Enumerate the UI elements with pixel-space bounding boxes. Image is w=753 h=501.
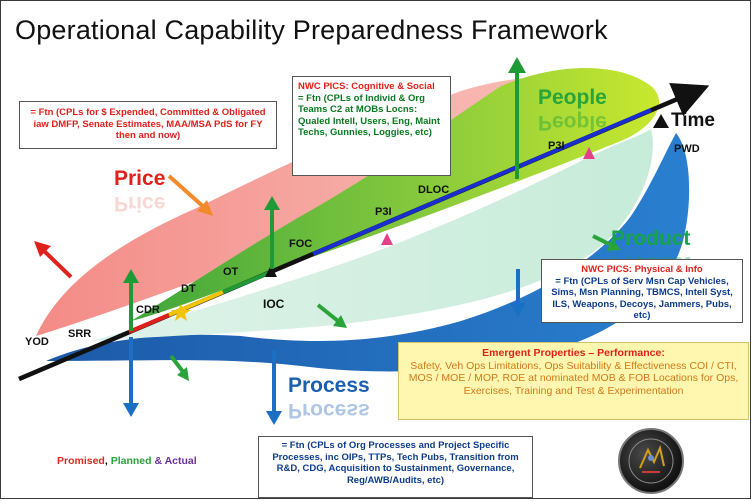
people-box-heading: NWC PICS: Cognitive & Social (298, 81, 435, 92)
milestone-label-foc: FOC (289, 238, 312, 250)
green-arrow-foc-head (264, 196, 280, 210)
milestone-label-srr: SRR (68, 328, 91, 340)
program-emblem-icon (618, 428, 684, 494)
price-arrow-orange-head (197, 200, 213, 216)
people-label: People (538, 86, 607, 109)
milestone-label-p3i-1: P3I (375, 206, 392, 218)
legend-planned: Planned (110, 455, 152, 467)
legend-promised: Promised (57, 455, 105, 467)
process-label-reflection: Process (288, 399, 370, 422)
emergent-heading: Emergent Properties – Performance: (482, 347, 665, 359)
product-box-body: = Ftn (CPLs of Serv Msn Cap Vehicles, Si… (551, 275, 733, 322)
green-diag-3 (592, 234, 612, 247)
segment-green (222, 270, 272, 294)
emergent-properties-box: Emergent Properties – Performance: Safet… (398, 342, 749, 420)
legend-actual: & Actual (154, 455, 197, 467)
p3i-marker-1 (381, 233, 393, 245)
people-box-subheading: = Ftn (CPLs of Individ & Org Teams C2 at… (298, 92, 425, 116)
legend-promised-planned-actual: Promised, Planned & Actual (57, 455, 197, 467)
milestone-label-ioc: IOC (263, 297, 285, 311)
page-title: Operational Capability Preparedness Fram… (15, 15, 608, 45)
emergent-body: Safety, Veh Ops Limitations, Ops Suitabi… (408, 359, 739, 397)
product-box-heading: NWC PICS: Physical & Info (581, 264, 703, 275)
price-label-reflection: Price (114, 192, 165, 215)
milestone-label-dt: DT (181, 283, 196, 295)
price-definition-text: = Ftn (CPLs for $ Expended, Committed & … (30, 107, 266, 141)
process-definition-text: = Ftn (CPLs of Org Processes and Project… (272, 440, 519, 486)
green-diag-1 (169, 354, 186, 375)
process-label: Process (288, 374, 370, 397)
price-arrow-up (39, 246, 73, 279)
milestone-label-pwd: PWD (674, 143, 700, 155)
segment-blue (312, 108, 652, 256)
milestone-label-yod: YOD (25, 336, 49, 348)
process-definition-box: = Ftn (CPLs of Org Processes and Project… (258, 436, 533, 498)
people-definition-box: NWC PICS: Cognitive & Social = Ftn (CPLs… (292, 76, 451, 176)
price-definition-box: = Ftn (CPLs for $ Expended, Committed & … (19, 101, 277, 149)
product-definition-box: NWC PICS: Physical & Info = Ftn (CPLs of… (541, 259, 743, 323)
green-diag-2 (316, 303, 340, 323)
product-label: Product (611, 227, 690, 250)
green-arrow-cdr-head (123, 269, 139, 283)
price-arrow-orange (167, 174, 208, 211)
price-label: Price (114, 167, 165, 190)
process-region (46, 133, 690, 372)
dt-star (171, 304, 191, 321)
people-region (131, 67, 660, 322)
people-label-reflection: People (538, 111, 607, 134)
milestone-label-ot: OT (223, 266, 239, 278)
p3i-marker-2 (583, 147, 595, 159)
price-arrow-up-head (34, 241, 51, 257)
ioc-marker (265, 265, 277, 277)
green-arrow-people-head (508, 57, 526, 73)
time-label: Time (671, 110, 715, 131)
milestone-label-cdr: CDR (136, 304, 160, 316)
product-region (91, 129, 653, 341)
milestone-label-dloc: DLOC (418, 184, 449, 196)
milestone-label-p3i-2: P3I (548, 140, 565, 152)
segment-red (128, 313, 170, 334)
people-box-body: Qualed Intell, Users, Eng, Maint Techs, … (298, 115, 440, 139)
pwd-marker (653, 114, 669, 128)
